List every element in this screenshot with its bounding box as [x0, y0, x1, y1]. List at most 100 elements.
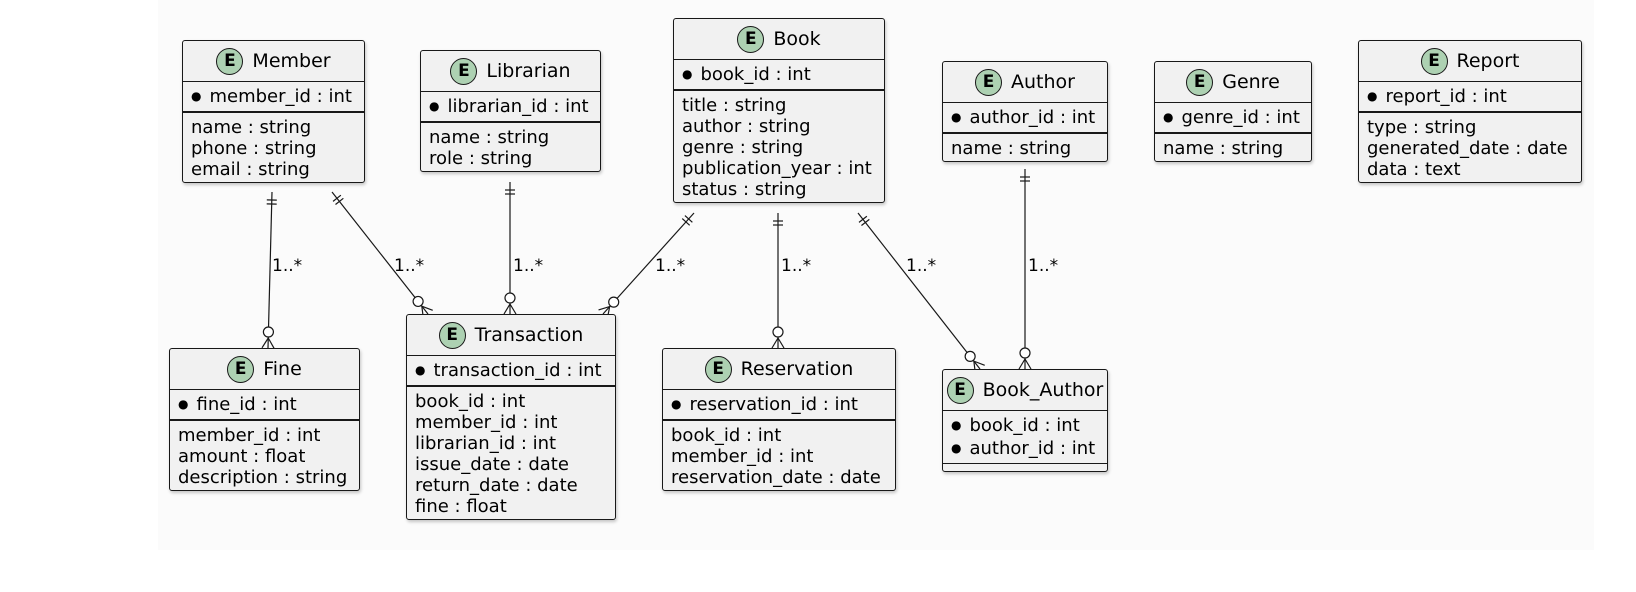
entity-name: Book [773, 28, 821, 50]
primary-key-field: author_id : int [951, 106, 1099, 129]
entity-author[interactable]: E Author author_id : int name : string [942, 61, 1108, 162]
attribute-field: phone : string [191, 138, 317, 159]
entity-member[interactable]: E Member member_id : int name : stringphone… [182, 40, 365, 183]
entity-icon: E [975, 68, 1003, 96]
relationship-author-book_author: 1..* [1018, 169, 1058, 370]
primary-key-section: member_id : int [183, 82, 364, 113]
primary-key-field: reservation_id : int [671, 393, 887, 416]
crow-foot-marker [777, 337, 785, 349]
entity-header: E Author [943, 62, 1107, 103]
attribute-field: book_id : int [415, 391, 526, 412]
primary-key-field: author_id : int [951, 437, 1099, 460]
primary-key-field: book_id : int [682, 63, 876, 86]
entity-header: E Transaction [407, 315, 615, 356]
attribute-field: data : text [1367, 159, 1461, 180]
entity-icon: E [227, 355, 255, 383]
crow-foot-marker [267, 337, 275, 349]
attribute-field: amount : float [178, 446, 306, 467]
relationship-line [267, 191, 273, 349]
primary-key-section: genre_id : int [1155, 103, 1311, 134]
attribute-field: author : string [682, 116, 811, 137]
entity-icon: E [704, 355, 732, 383]
entity-icon: E [946, 376, 974, 404]
zero-marker [412, 295, 424, 308]
zero-marker [772, 326, 784, 338]
primary-key-section: report_id : int [1359, 82, 1581, 113]
entity-name: Genre [1222, 71, 1280, 93]
multiplicity-label: 1..* [906, 256, 936, 276]
relationship-line [857, 212, 981, 370]
attribute-field: status : string [682, 179, 807, 200]
attribute-field: name : string [191, 117, 312, 138]
one-only-marker [861, 218, 870, 227]
attribute-field: member_id : int [415, 412, 558, 433]
primary-key-field: transaction_id : int [415, 359, 607, 382]
attribute-field: issue_date : date [415, 454, 569, 475]
attribute-field: description : string [178, 467, 348, 488]
zero-marker [262, 326, 275, 338]
attribute-field: role : string [429, 148, 533, 169]
attribute-field: member_id : int [671, 446, 814, 467]
one-only-marker [332, 194, 342, 202]
primary-key-field: fine_id : int [178, 393, 351, 416]
entity-name: Author [1011, 71, 1075, 93]
attribute-field: email : string [191, 159, 310, 180]
crow-foot-marker [771, 337, 779, 349]
relationship-member-fine: 1..* [261, 191, 302, 349]
primary-key-field: book_id : int [951, 414, 1099, 437]
primary-key-field: librarian_id : int [429, 95, 592, 118]
crow-foot-marker [503, 303, 511, 315]
attribute-field: title : string [682, 95, 787, 116]
relationship-member-transaction: 1..* [331, 191, 433, 318]
crow-foot-marker [1018, 358, 1026, 370]
crow-foot-marker [598, 305, 610, 311]
multiplicity-label: 1..* [272, 256, 302, 276]
entity-header: E Book [674, 19, 884, 60]
entity-transaction[interactable]: E Transaction transaction_id : int book_id … [406, 314, 616, 520]
entity-name: Transaction [474, 324, 584, 346]
entity-name: Member [252, 50, 331, 72]
attribute-field: name : string [429, 127, 550, 148]
multiplicity-label: 1..* [394, 256, 424, 276]
attribute-field: book_id : int [671, 425, 782, 446]
crow-foot-marker [421, 305, 433, 311]
attribute-field: genre : string [682, 137, 804, 158]
zero-marker [504, 292, 516, 304]
attribute-field: generated_date : date [1367, 138, 1568, 159]
attribute-field: type : string [1367, 117, 1477, 138]
entity-icon: E [450, 57, 478, 85]
entity-icon: E [438, 321, 466, 349]
entity-icon: E [216, 47, 244, 75]
attribute-field: member_id : int [178, 425, 321, 446]
primary-key-section: author_id : int [943, 103, 1107, 134]
one-only-marker [684, 215, 693, 223]
primary-key-field: member_id : int [191, 85, 356, 108]
entity-icon: E [737, 25, 765, 53]
crow-foot-marker [1024, 358, 1032, 370]
primary-key-section: transaction_id : int [407, 356, 615, 387]
attribute-field: librarian_id : int [415, 433, 557, 454]
attribute-field: name : string [951, 138, 1072, 159]
multiplicity-label: 1..* [513, 256, 543, 276]
primary-key-section: book_id : intauthor_id : int [943, 411, 1107, 464]
relationship-line [602, 212, 695, 315]
attribute-field: reservation_date : date [671, 467, 881, 488]
